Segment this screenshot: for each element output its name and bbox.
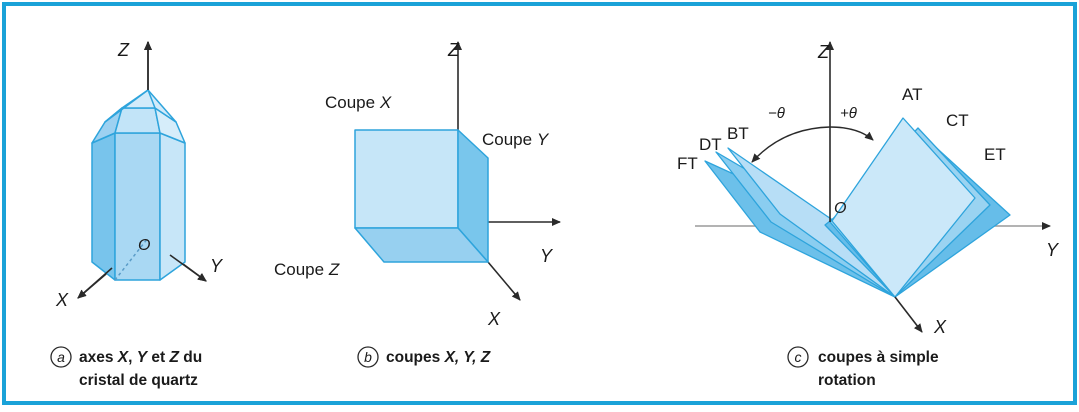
panel-a-x-label: X bbox=[55, 290, 69, 310]
caption-a-line2: cristal de quartz bbox=[79, 372, 198, 389]
panel-a-origin-label: O bbox=[138, 237, 150, 254]
panel-b-x-axis bbox=[487, 261, 521, 301]
panel-c: Z Y X O −θ +θ AT BT CT DT ET FT c coupes… bbox=[677, 41, 1060, 389]
panel-a-y-label: Y bbox=[210, 256, 224, 276]
panel-c-caption: c coupes à simple rotation bbox=[787, 346, 939, 389]
panel-c-y-label: Y bbox=[1046, 240, 1060, 260]
cube-face-z bbox=[354, 227, 489, 263]
cut-x-label: Coupe X bbox=[325, 93, 392, 112]
cube-face-x bbox=[354, 129, 459, 229]
panel-b-caption: b coupes X, Y, Z bbox=[357, 346, 491, 368]
caption-b-text: coupes X, Y, Z bbox=[386, 349, 491, 366]
caption-a-line1: axes X, Y et Z du bbox=[79, 349, 202, 366]
caption-c-letter: c bbox=[795, 349, 802, 365]
crystal-face-right bbox=[159, 132, 186, 281]
minus-theta-arc bbox=[751, 126, 831, 163]
cut-label-ft: FT bbox=[677, 154, 698, 173]
caption-b-badge bbox=[357, 346, 379, 368]
quartz-crystal bbox=[91, 89, 186, 281]
cut-label-bt: BT bbox=[727, 124, 749, 143]
panel-c-origin-label: O bbox=[834, 200, 846, 217]
caption-c-line2: rotation bbox=[818, 372, 876, 389]
panel-a-caption: a axes X, Y et Z du cristal de quartz bbox=[50, 346, 202, 389]
caption-a-letter: a bbox=[57, 349, 65, 365]
theta-arcs bbox=[751, 126, 874, 163]
panel-a-z-label: Z bbox=[117, 40, 130, 60]
panel-b-axes bbox=[454, 41, 561, 301]
caption-b-letter: b bbox=[364, 349, 372, 365]
crystal-tip bbox=[104, 89, 177, 123]
cut-label-et: ET bbox=[984, 145, 1006, 164]
cut-z-label: Coupe Z bbox=[274, 260, 340, 279]
panel-a: Z X Y O a axes X, Y et Z du cristal de q… bbox=[50, 40, 224, 389]
cut-label-ct: CT bbox=[946, 111, 969, 130]
crystal-cap-front bbox=[114, 107, 161, 134]
panel-b-y-label: Y bbox=[540, 246, 554, 266]
panel-b: Z Y X Coupe X Coupe Y Coupe Z b coupes X… bbox=[274, 40, 561, 368]
cut-label-at: AT bbox=[902, 85, 922, 104]
panel-c-z-label: Z bbox=[817, 42, 830, 62]
plus-theta-label: +θ bbox=[840, 105, 857, 122]
crystal-face-front bbox=[114, 132, 161, 281]
plates-positive bbox=[824, 117, 1011, 298]
crystal-face-left bbox=[91, 132, 116, 281]
panel-c-x-axis bbox=[894, 296, 923, 333]
caption-c-badge bbox=[787, 346, 809, 368]
panel-b-x-label: X bbox=[487, 309, 501, 329]
cut-label-dt: DT bbox=[699, 135, 722, 154]
cube bbox=[354, 129, 489, 263]
panel-b-z-label: Z bbox=[447, 40, 460, 60]
plus-theta-arc bbox=[829, 126, 874, 141]
caption-a-badge bbox=[50, 346, 72, 368]
caption-c-line1: coupes à simple bbox=[818, 349, 939, 366]
cut-y-label: Coupe Y bbox=[482, 130, 550, 149]
minus-theta-label: −θ bbox=[768, 105, 785, 122]
plates-negative bbox=[704, 147, 896, 298]
panel-c-x-label: X bbox=[933, 317, 947, 337]
